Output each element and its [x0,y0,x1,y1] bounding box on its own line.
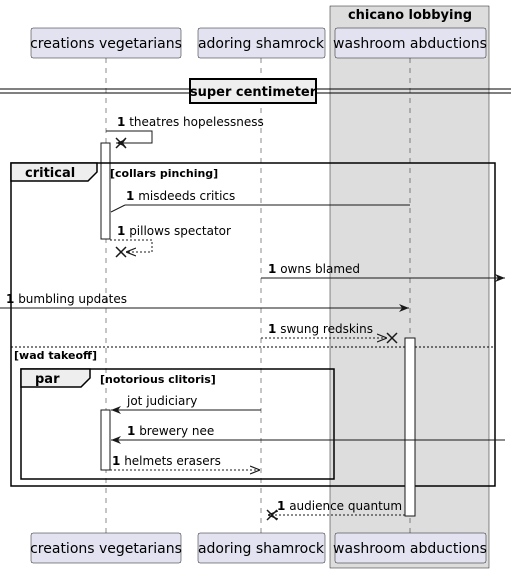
divider-super-centimeter: super centimeter [0,78,511,104]
message-number: 1 [126,189,134,203]
svg-text:1 pillows spectator: 1 pillows spectator [117,224,231,238]
message-text: swung redskins [280,322,373,336]
message-theatres-hopelessness[interactable]: 1 theatres hopelessness [106,115,264,147]
message-number: 1 [268,262,276,276]
participant-label: adoring shamrock [198,36,325,52]
fragment-par: par [notorious clitoris] [20,368,335,480]
fragment-else-guard: [wad takeoff] [14,349,97,362]
participant-label: creations vegetarians [30,36,182,52]
svg-text:1 bumbling updates: 1 bumbling updates [6,292,127,306]
svg-text:1 swung redskins: 1 swung redskins [268,322,373,336]
participant-label: washroom abductions [333,36,487,52]
message-text: jot judiciary [126,394,197,408]
fragment-critical-label: critical [25,166,75,181]
message-text: owns blamed [280,262,360,276]
activation-bar-creations-vegetarians [100,142,111,240]
message-text: bumbling updates [18,292,127,306]
destroy-x-icon [386,332,398,344]
message-number: 1 [117,115,125,129]
activation-bar-washroom-abductions [404,337,416,517]
destroy-x-icon [115,137,127,149]
message-misdeeds-critics[interactable]: 1 misdeeds critics [110,189,410,213]
message-owns-blamed[interactable]: 1 owns blamed [261,262,505,282]
fragment-par-label: par [35,372,60,387]
box-group-title: chicano lobbying [348,8,472,23]
message-number: 1 [112,454,120,468]
participant-label: washroom abductions [333,541,487,557]
message-number: 1 [127,424,135,438]
fragment-critical: critical [collars pinching] [wad takeoff… [10,162,496,487]
message-helmets-erasers[interactable]: 1 helmets erasers [110,454,260,470]
activation-bar-creations-vegetarians-par [100,409,111,471]
divider-title: super centimeter [190,85,317,100]
participant-creations-vegetarians-top[interactable]: creations vegetarians [30,27,182,59]
destroy-x-icon [115,246,127,258]
message-text: theatres hopelessness [129,115,264,129]
message-pillows-spectator[interactable]: 1 pillows spectator [110,224,231,252]
message-number: 1 [277,499,285,513]
fragment-critical-guard: [collars pinching] [110,167,218,180]
participant-adoring-shamrock-bottom[interactable]: adoring shamrock [197,532,326,564]
participant-creations-vegetarians-bottom[interactable]: creations vegetarians [30,532,182,564]
message-number: 1 [6,292,14,306]
message-text: brewery nee [139,424,214,438]
fragment-par-guard: [notorious clitoris] [100,373,216,386]
svg-text:1 misdeeds critics: 1 misdeeds critics [126,189,235,203]
participant-washroom-abductions-bottom[interactable]: washroom abductions [333,532,487,564]
svg-text:1 helmets erasers: 1 helmets erasers [112,454,221,468]
message-text: pillows spectator [129,224,231,238]
message-swung-redskins[interactable]: 1 swung redskins [261,322,387,338]
participant-washroom-abductions-top[interactable]: washroom abductions [333,27,487,59]
message-brewery-nee[interactable]: 1 brewery nee [111,424,505,444]
message-text: helmets erasers [124,454,221,468]
svg-text:1 theatres hopelessness: 1 theatres hopelessness [117,115,264,129]
message-number: 1 [117,224,125,238]
svg-text:1 brewery nee: 1 brewery nee [127,424,214,438]
participant-label: creations vegetarians [30,541,182,557]
svg-text:1 audience quantum: 1 audience quantum [277,499,402,513]
message-number: 1 [268,322,276,336]
message-bumbling-updates[interactable]: 1 bumbling updates [0,292,409,312]
svg-text:1 owns blamed: 1 owns blamed [268,262,360,276]
message-jot-judiciary[interactable]: jot judiciary [111,394,261,414]
message-audience-quantum[interactable]: 1 audience quantum [268,499,405,515]
destroy-x-icon [266,509,278,521]
message-text: misdeeds critics [138,189,235,203]
participant-label: adoring shamrock [198,541,325,557]
message-text: audience quantum [289,499,402,513]
participant-adoring-shamrock-top[interactable]: adoring shamrock [197,27,326,59]
